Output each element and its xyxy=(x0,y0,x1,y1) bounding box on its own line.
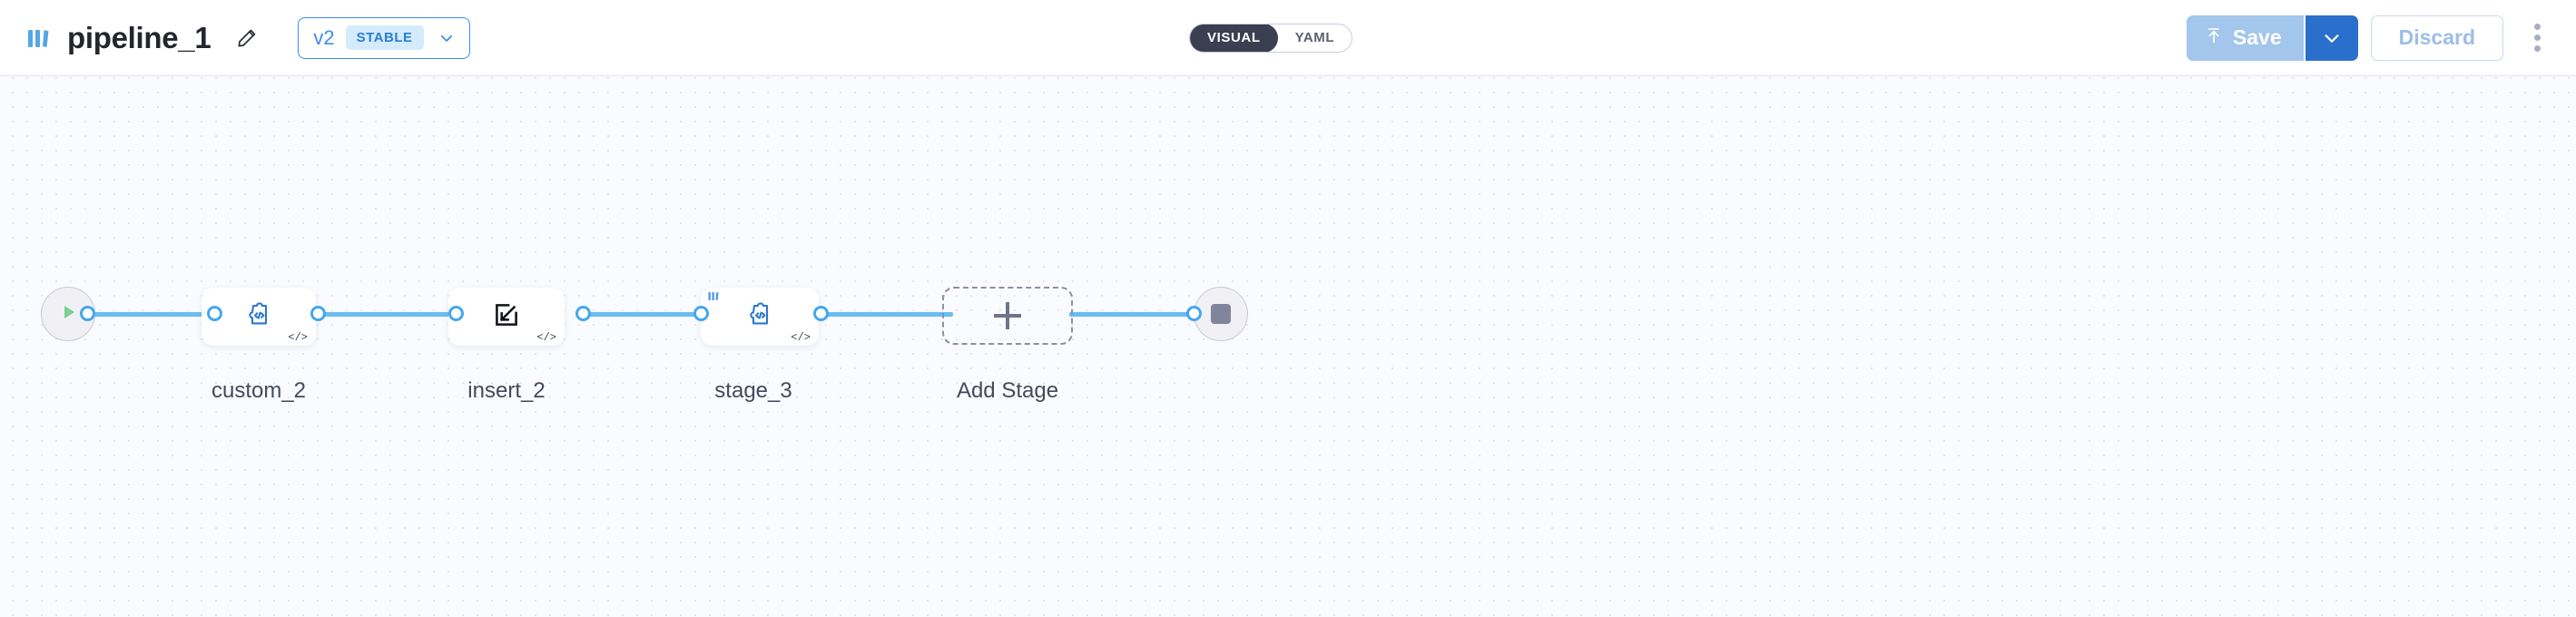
add-stage-label: Add Stage xyxy=(956,378,1059,403)
code-badge-icon: </> xyxy=(536,331,556,344)
custom2-input-port[interactable] xyxy=(207,306,222,321)
header-actions: Save Discard xyxy=(2186,15,2558,61)
end-node[interactable] xyxy=(1194,287,1248,341)
kebab-menu-icon[interactable] xyxy=(2516,15,2558,61)
view-mode-toggle[interactable]: VISUAL YAML xyxy=(1189,23,1353,53)
play-icon xyxy=(57,301,79,328)
edge-start-to-custom2 xyxy=(86,312,213,317)
pencil-icon[interactable] xyxy=(227,18,267,58)
header-left-cluster: pipeline_1 v2 STABLE xyxy=(0,16,470,59)
save-button[interactable]: Save xyxy=(2186,15,2306,61)
status-badge: STABLE xyxy=(345,25,424,50)
stage3-output-port[interactable] xyxy=(813,306,829,321)
custom-code-puzzle-icon xyxy=(243,299,274,335)
pipeline-bars-logo-icon xyxy=(707,289,721,308)
custom2-output-port[interactable] xyxy=(310,306,326,321)
plus-icon xyxy=(994,302,1021,329)
insert2-output-port[interactable] xyxy=(575,306,591,321)
pipeline-canvas[interactable]: </> custom_2 </> insert_2 xyxy=(0,76,2576,617)
save-button-label: Save xyxy=(2232,25,2282,49)
edge-stage3-to-addstage xyxy=(817,312,953,317)
insert-arrow-icon xyxy=(490,299,523,336)
stage-label-custom_2: custom_2 xyxy=(211,378,307,403)
page-title: pipeline_1 xyxy=(67,20,211,54)
pipeline-bars-logo-icon xyxy=(24,23,54,54)
edge-insert2-to-stage3 xyxy=(581,312,726,317)
edge-custom2-to-insert2 xyxy=(313,312,458,317)
add-stage-button[interactable] xyxy=(942,287,1073,345)
version-selector[interactable]: v2 STABLE xyxy=(298,16,470,59)
save-button-group: Save xyxy=(2186,15,2358,61)
stage-node-stage_3[interactable]: </> xyxy=(701,288,819,346)
chevron-down-icon xyxy=(435,30,458,46)
pipeline-flow: </> custom_2 </> insert_2 xyxy=(0,76,2576,617)
edge-addstage-to-end xyxy=(1069,312,1205,317)
stage-label-stage_3: stage_3 xyxy=(714,378,792,403)
upload-icon xyxy=(2205,25,2223,51)
save-options-chevron-down-icon[interactable] xyxy=(2305,15,2358,61)
code-badge-icon: </> xyxy=(288,331,308,344)
stage-label-insert_2: insert_2 xyxy=(467,378,546,403)
version-label: v2 xyxy=(313,25,335,49)
stage-node-insert_2[interactable]: </> xyxy=(448,288,565,346)
code-badge-icon: </> xyxy=(791,331,811,344)
tab-yaml[interactable]: YAML xyxy=(1294,30,1335,45)
stage3-input-port[interactable] xyxy=(693,306,709,321)
custom-code-puzzle-icon xyxy=(744,299,775,335)
tab-visual[interactable]: VISUAL xyxy=(1190,24,1278,52)
start-output-port[interactable] xyxy=(80,306,95,321)
discard-button[interactable]: Discard xyxy=(2370,15,2503,61)
stage-node-custom_2[interactable]: </> xyxy=(202,288,316,346)
app-header: pipeline_1 v2 STABLE VISUAL YAML xyxy=(0,0,2576,76)
end-input-port[interactable] xyxy=(1186,306,1202,321)
stop-icon xyxy=(1211,304,1231,324)
insert2-input-port[interactable] xyxy=(448,306,464,321)
